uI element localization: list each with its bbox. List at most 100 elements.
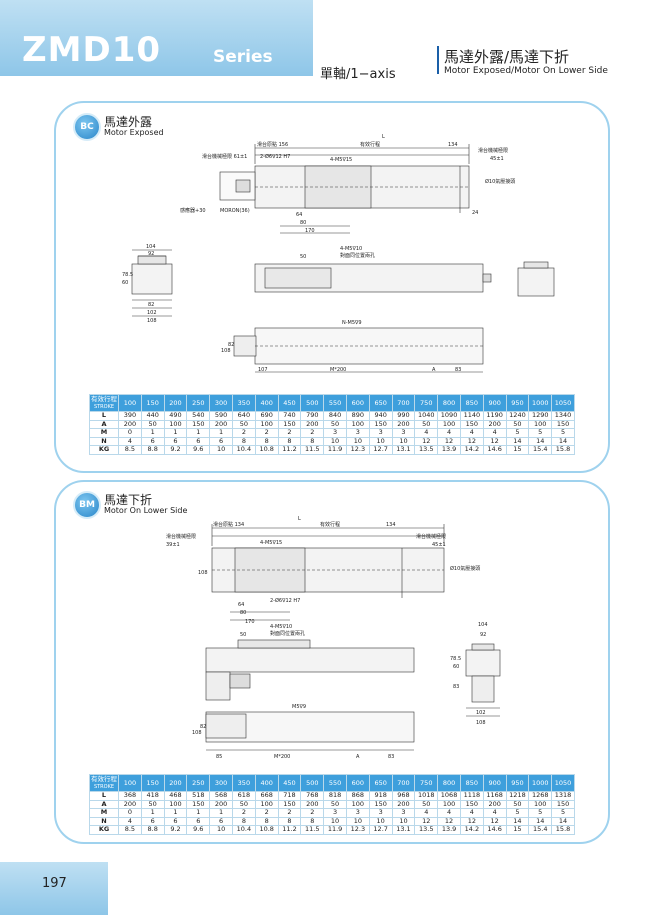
value-cell: 1318 [551, 791, 575, 801]
value-cell: 15 [505, 825, 530, 835]
spec-table-bc: 有效行程 STROKE 100 150 200 250 300 350 400 … [89, 394, 575, 455]
value-cell: 1040 [414, 411, 439, 421]
label-m200: M*200 [274, 754, 290, 760]
label-m5: M5∇9 [292, 704, 306, 710]
section-title-zh: 馬達下折 [104, 493, 153, 507]
stroke-label-en: STROKE [93, 783, 115, 790]
label-screw-top: 4-M5∇15 [260, 540, 282, 546]
page-number: 197 [42, 876, 67, 891]
row-label-cell: L [89, 791, 119, 801]
dim-108: 108 [198, 570, 208, 576]
dim-78-5: 78.5 [450, 656, 461, 662]
value-cell: 518 [186, 791, 211, 801]
row-label-cell: KG [89, 825, 119, 835]
stroke-cell: 250 [186, 774, 211, 792]
row-label-cell: L [89, 411, 119, 421]
value-cell: 968 [391, 791, 416, 801]
value-cell: 4 [437, 428, 461, 438]
stroke-cell: 1000 [528, 394, 553, 412]
value-cell: 1 [209, 428, 233, 438]
value-cell: 11.5 [300, 445, 325, 455]
value-cell: 1340 [551, 411, 575, 421]
label-hole-pin: 2-Ø6∇12 H7 [270, 597, 300, 604]
value-cell: 418 [140, 791, 165, 801]
value-cell: 15.8 [551, 825, 575, 835]
label-sensor: 感應器+30 [180, 207, 206, 214]
value-cell: 14.2 [459, 825, 484, 835]
value-cell: 4 [482, 428, 507, 438]
value-cell: 11.2 [277, 825, 302, 835]
value-cell: 14.6 [482, 825, 507, 835]
label-m200: M*200 [330, 367, 346, 373]
value-cell: 11.9 [323, 825, 347, 835]
stroke-cell: 1050 [551, 394, 575, 412]
value-cell: 1 [209, 808, 233, 818]
dim-L: L [298, 516, 301, 522]
dim-A: A [432, 367, 436, 373]
value-cell: 13.9 [437, 445, 461, 455]
header-band [0, 0, 313, 76]
category-title-zh: 馬達外露/馬達下折 [444, 48, 570, 66]
dim-78-5: 78.5 [122, 272, 133, 278]
label-n-m5: N-M5∇9 [342, 320, 362, 326]
value-cell: 590 [209, 411, 233, 421]
stroke-cell: 650 [368, 394, 393, 412]
dim-134: 134 [386, 522, 396, 528]
value-cell: 5 [528, 808, 553, 818]
value-cell: 15.8 [551, 445, 575, 455]
value-cell: 10.8 [254, 825, 279, 835]
value-cell: 2 [231, 428, 256, 438]
dim-108-c: 108 [476, 720, 486, 726]
row-label-cell: M [89, 808, 119, 818]
dim-108-b: 108 [221, 348, 231, 354]
stroke-cell: 150 [140, 774, 165, 792]
dim-82: 82 [148, 302, 154, 308]
section-title-en: Motor On Lower Side [104, 506, 188, 515]
value-cell: 14.6 [482, 445, 507, 455]
value-cell: 13.5 [414, 825, 439, 835]
dim-104: 104 [478, 622, 488, 628]
value-cell: 10.8 [254, 445, 279, 455]
stroke-cell: 400 [254, 394, 279, 412]
value-cell: 1068 [437, 791, 461, 801]
series-word: Series [213, 47, 273, 67]
value-cell: 1218 [505, 791, 530, 801]
value-cell: 490 [163, 411, 188, 421]
stroke-cell: 300 [209, 394, 233, 412]
value-cell: 1268 [528, 791, 553, 801]
value-cell: 718 [277, 791, 302, 801]
dim-107: 107 [258, 367, 268, 373]
stroke-cell: 1000 [528, 774, 553, 792]
stroke-header-cell: 有效行程 STROKE [89, 394, 119, 412]
stroke-cell: 900 [482, 774, 507, 792]
label-mech-limit-left: 滑台機械極限 61±1 [202, 153, 247, 160]
dim-60: 60 [122, 280, 128, 286]
value-cell: 12.3 [345, 445, 370, 455]
value-cell: 768 [300, 791, 325, 801]
stroke-cell: 350 [231, 394, 256, 412]
section-badge-bm: BM [73, 491, 101, 519]
section-title-zh: 馬達外露 [104, 115, 153, 129]
value-cell: 3 [345, 808, 370, 818]
stroke-cell: 950 [505, 774, 530, 792]
value-cell: 1090 [437, 411, 461, 421]
value-cell: 15.4 [528, 445, 553, 455]
stroke-cell: 700 [391, 394, 416, 412]
value-cell: 13.9 [437, 825, 461, 835]
value-cell: 618 [231, 791, 256, 801]
value-cell: 1 [186, 428, 211, 438]
value-cell: 568 [209, 791, 233, 801]
value-cell: 4 [482, 808, 507, 818]
value-cell: 3 [368, 428, 393, 438]
stroke-cell: 150 [140, 394, 165, 412]
dim-64: 64 [238, 602, 244, 608]
stroke-cell: 1050 [551, 774, 575, 792]
dim-64: 64 [296, 212, 302, 218]
value-cell: 1240 [505, 411, 530, 421]
value-cell: 990 [391, 411, 416, 421]
value-cell: 15 [505, 445, 530, 455]
stroke-cell: 650 [368, 774, 393, 792]
dim-50: 50 [240, 632, 246, 638]
